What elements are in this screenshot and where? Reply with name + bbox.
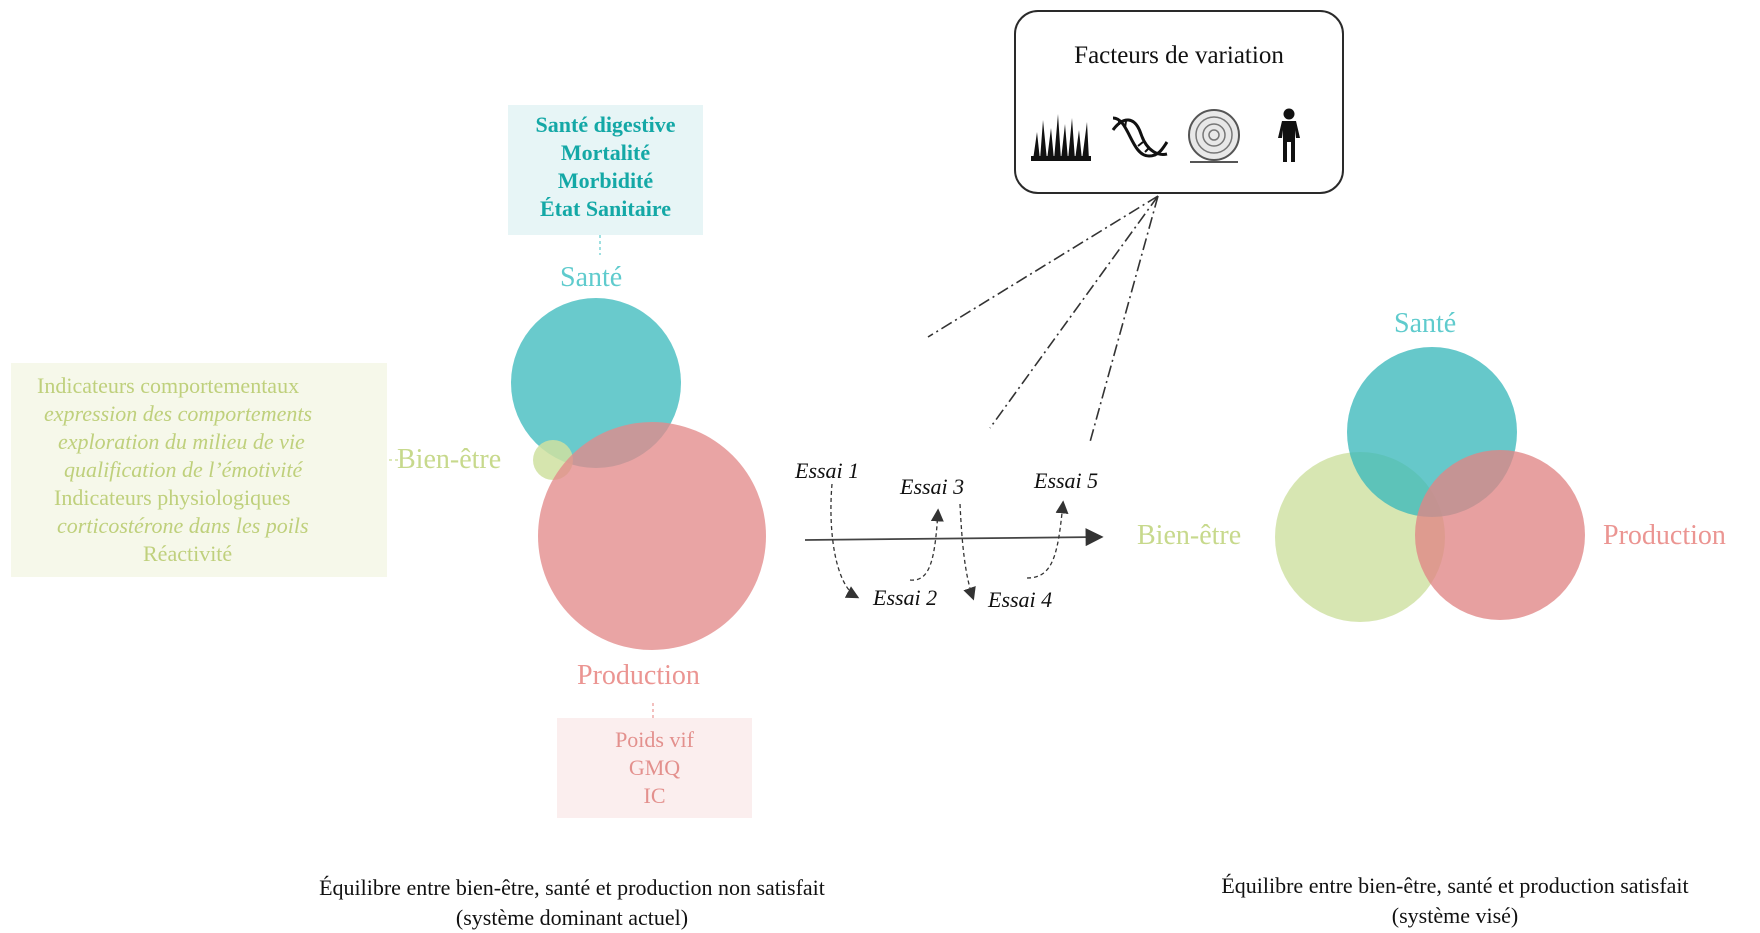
- right-caption-line2: (système visé): [1391, 903, 1519, 928]
- bien-etre-indicator: exploration du milieu de vie: [58, 429, 305, 454]
- factor-line-1: [927, 195, 1159, 338]
- production-indicator: IC: [643, 783, 666, 808]
- hay-bale-icon: [1188, 109, 1240, 163]
- essai-5-label: Essai 5: [1034, 468, 1099, 493]
- left-caption: Équilibre entre bien-être, santé et prod…: [222, 873, 922, 933]
- production-indicators-box: Poids vif GMQ IC: [557, 718, 752, 818]
- essai-2-label: Essai 2: [873, 585, 938, 610]
- arrow-essai2-essai3: [909, 508, 944, 581]
- sante-indicators-box: Santé digestive Mortalité Morbidité État…: [508, 105, 703, 235]
- factor-line-2: [989, 195, 1159, 429]
- right-caption-line1: Équilibre entre bien-être, santé et prod…: [1221, 873, 1689, 898]
- grass-icon: [1031, 114, 1091, 161]
- essai-3-label: Essai 3: [900, 474, 965, 499]
- right-production-label: Production: [1603, 520, 1726, 551]
- main-arrow: [804, 528, 1104, 547]
- factors-box: Facteurs de variation: [1014, 10, 1344, 194]
- bien-etre-indicator: Indicateurs comportementaux: [37, 373, 300, 398]
- arrow-essai4-essai5: [1026, 500, 1069, 579]
- left-caption-line2: (système dominant actuel): [455, 905, 689, 930]
- bien-etre-indicator: Indicateurs physiologiques: [54, 485, 291, 510]
- left-sante-label: Santé: [560, 262, 623, 293]
- bien-etre-indicator: expression des comportements: [44, 401, 313, 426]
- bien-etre-indicator: corticostérone dans les poils: [57, 513, 309, 538]
- left-caption-line1: Équilibre entre bien-être, santé et prod…: [319, 875, 825, 900]
- bien-etre-indicators-box: Indicateurs comportementaux expression d…: [11, 363, 387, 577]
- dna-icon: [1111, 116, 1169, 158]
- sante-indicator: Mortalité: [560, 140, 651, 165]
- sante-indicator: État Sanitaire: [540, 196, 671, 221]
- factor-line-3: [1089, 195, 1159, 443]
- right-bien-etre-label: Bien-être: [1137, 520, 1242, 551]
- left-production-label: Production: [577, 660, 700, 691]
- sante-indicator: Santé digestive: [535, 112, 676, 137]
- left-bien-etre-label: Bien-être: [397, 444, 502, 475]
- essai-4-label: Essai 4: [988, 587, 1053, 612]
- bien-etre-indicator: Réactivité: [143, 541, 233, 566]
- essai-1-label: Essai 1: [795, 458, 860, 483]
- left-production-circle: [538, 422, 766, 650]
- factors-title: Facteurs de variation: [1074, 42, 1284, 69]
- production-indicator: GMQ: [628, 755, 681, 780]
- right-sante-label: Santé: [1394, 308, 1457, 339]
- production-indicator: Poids vif: [615, 727, 694, 752]
- right-caption: Équilibre entre bien-être, santé et prod…: [1150, 871, 1760, 931]
- sante-indicator: Morbidité: [557, 168, 654, 193]
- right-production-circle: [1415, 450, 1585, 620]
- person-icon: [1278, 108, 1300, 162]
- arrow-essai1-essai2: [830, 483, 860, 599]
- bien-etre-indicator: qualification de l’émotivité: [64, 457, 303, 482]
- arrow-essai3-essai4: [959, 503, 976, 601]
